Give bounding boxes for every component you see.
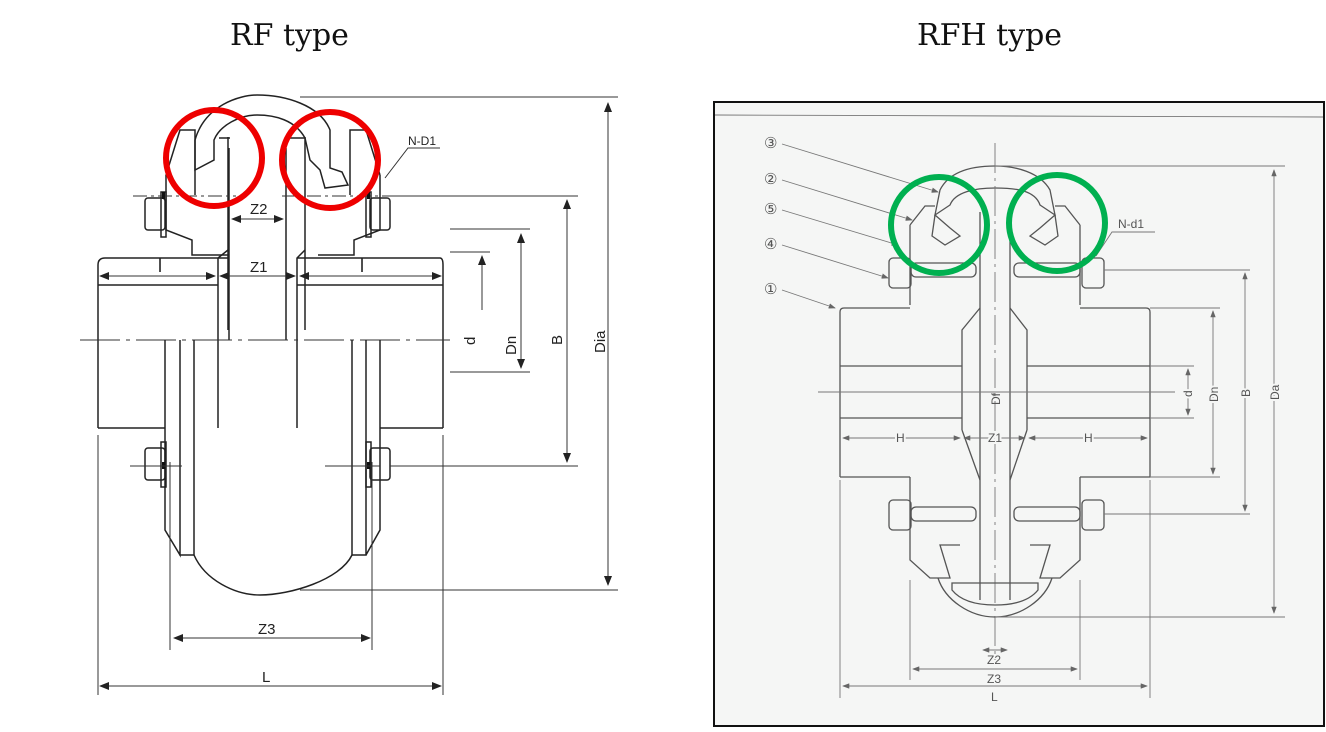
rfh-label-z3: Z3 <box>987 672 1001 686</box>
rf-type-title: RF type <box>230 18 349 53</box>
rfh-label-n-d1: N-d1 <box>1118 217 1144 231</box>
rf-label-z1: Z1 <box>250 259 268 276</box>
rfh-label-b: B <box>1239 389 1253 397</box>
rf-highlight-circle-left <box>163 107 265 209</box>
rfh-callout-3: ③ <box>764 135 777 152</box>
rfh-callout-2: ② <box>764 171 777 188</box>
rfh-label-L: L <box>991 690 998 704</box>
rfh-coupling-drawing: ③ ② ⑤ ④ ① N-d1 Df H Z1 H d Dn B Da Z2 Z3… <box>714 114 1324 704</box>
rf-label-d: d <box>462 337 479 345</box>
rf-label-z3: Z3 <box>258 621 276 638</box>
rfh-callout-1: ① <box>764 281 777 298</box>
rfh-label-z2: Z2 <box>987 653 1001 667</box>
rfh-label-z1: Z1 <box>988 431 1002 445</box>
rfh-highlight-circle-right <box>1006 172 1108 274</box>
rf-highlight-circle-right <box>279 109 381 211</box>
rf-coupling-drawing: N-D1 Z2 Z1 l l d Dn B Dia Z3 L <box>80 94 618 695</box>
rf-hub <box>97 249 444 428</box>
rf-tyre-bottom <box>193 554 353 596</box>
rfh-type-title: RFH type <box>917 18 1063 53</box>
rf-label-L: L <box>262 669 270 686</box>
rf-label-b: B <box>549 335 566 345</box>
rf-label-dia: Dia <box>592 330 609 353</box>
rfh-callout-5: ⑤ <box>764 201 777 218</box>
rfh-highlight-circle-left <box>888 174 990 276</box>
rfh-label-dn: Dn <box>1207 387 1221 402</box>
rfh-label-h-left: H <box>896 431 905 445</box>
rf-label-l-right: l <box>360 256 364 276</box>
rfh-label-da: Da <box>1268 384 1282 400</box>
rf-label-n-d1: N-D1 <box>408 134 436 148</box>
rf-label-l-left: l <box>158 256 162 276</box>
rfh-callout-4: ④ <box>764 236 777 253</box>
rfh-label-h-right: H <box>1084 431 1093 445</box>
rfh-label-df: Df <box>989 392 1003 405</box>
rfh-frame <box>713 101 1325 727</box>
rf-label-z2: Z2 <box>250 201 268 218</box>
rf-label-dn: Dn <box>503 336 520 355</box>
rfh-label-d: d <box>1181 390 1195 397</box>
